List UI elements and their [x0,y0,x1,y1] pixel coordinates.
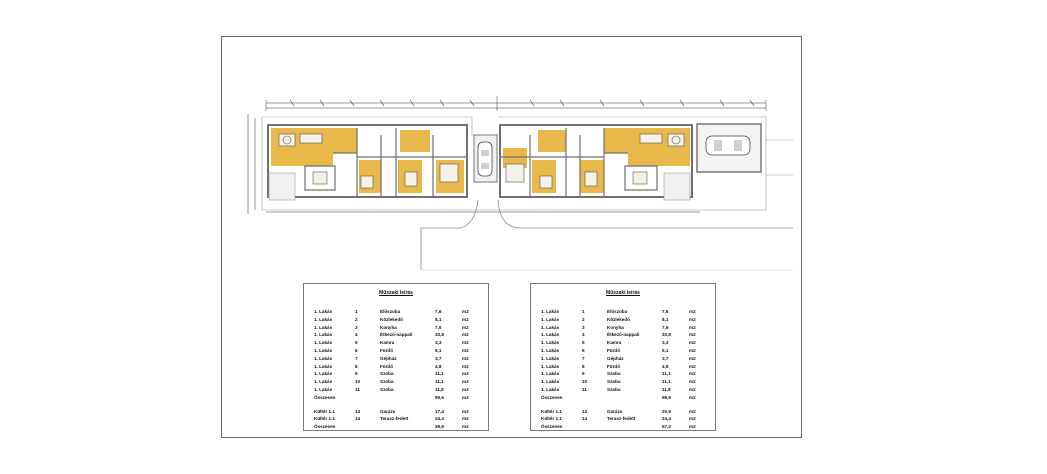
legend-title: Műszaki leírás [379,290,413,296]
right-unit [499,123,762,201]
car-icon [477,141,493,177]
dimension-lines [247,96,767,214]
legend-title: Műszaki leírás [606,290,640,296]
left-unit [267,124,468,201]
dimension-ticks [289,99,755,107]
living-room-floor [271,128,333,166]
road-outline [420,199,793,271]
right-terrace [663,172,691,201]
center-driveway [473,134,498,183]
plot-boundary [261,116,793,211]
left-terrace [268,172,296,201]
car-icon-right [705,135,751,156]
